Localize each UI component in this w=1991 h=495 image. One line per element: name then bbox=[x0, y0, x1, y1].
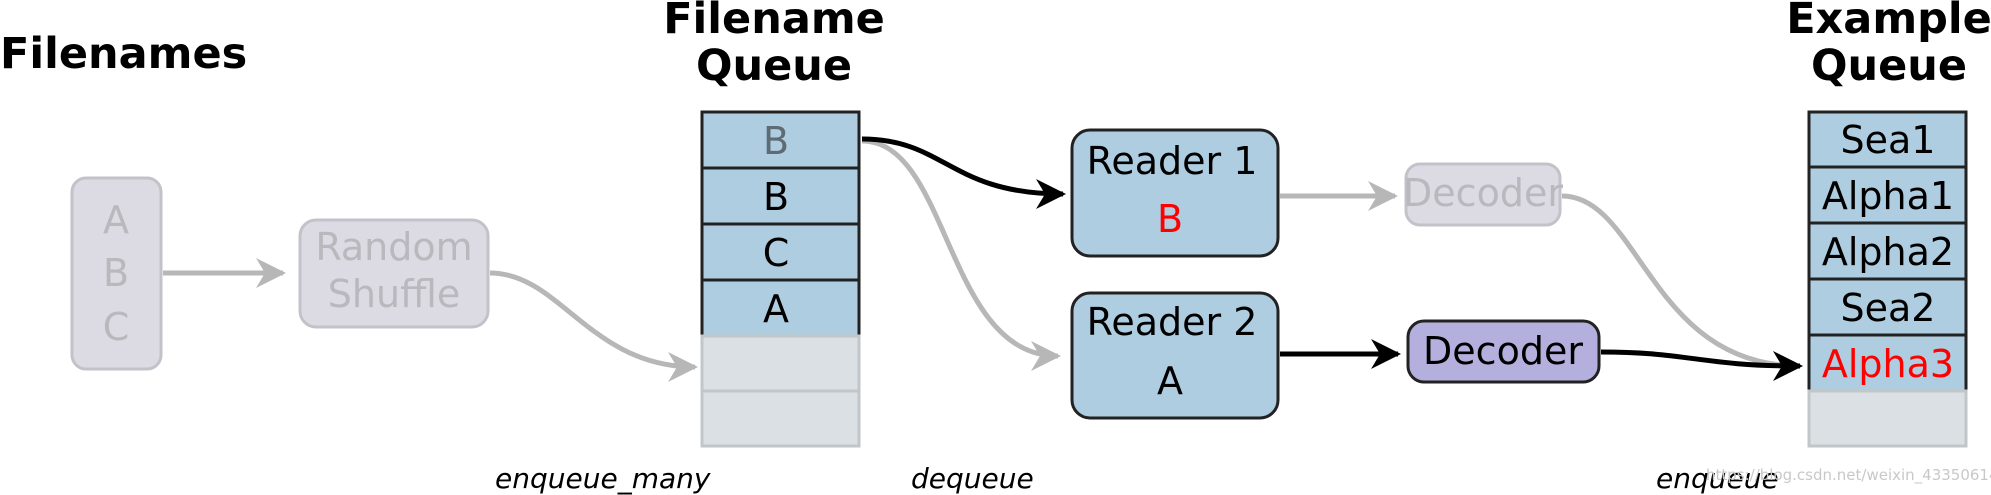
filename-c: C bbox=[103, 305, 130, 349]
filename-queue-empty-cell bbox=[700, 389, 861, 448]
reader-2-box: Reader 2 A bbox=[1070, 291, 1280, 420]
reader-1-value: B bbox=[1157, 197, 1183, 241]
filename-queue-item-3: C bbox=[763, 231, 790, 275]
filename-a: A bbox=[103, 198, 129, 242]
heading-filenames: Filenames bbox=[0, 29, 247, 79]
label-enqueue: enqueue bbox=[1656, 462, 1779, 495]
example-queue: Sea1 Alpha1 Alpha2 Sea2 Alpha3 bbox=[1807, 110, 1968, 448]
example-queue-cell bbox=[1807, 221, 1968, 281]
reader-2-title: Reader 2 bbox=[1087, 300, 1258, 344]
filename-b: B bbox=[103, 251, 129, 295]
decoder-faded-box: Decoder bbox=[1403, 162, 1563, 227]
filename-queue-item-4: A bbox=[763, 287, 789, 331]
random-shuffle-box: Random Shuffle bbox=[298, 218, 490, 329]
shuffle-label-line1: Random bbox=[315, 225, 472, 269]
shuffle-label-line2: Shuffle bbox=[328, 272, 460, 316]
heading-filename-queue-line2: Queue bbox=[696, 41, 852, 91]
decoder-faded-label: Decoder bbox=[1403, 171, 1563, 215]
example-queue-empty-cell bbox=[1807, 389, 1968, 448]
arrow-shuffle-to-queue bbox=[489, 270, 698, 382]
example-queue-item-4: Sea2 bbox=[1841, 286, 1936, 330]
filename-queue-empty-cell bbox=[700, 334, 861, 393]
reader-1-box: Reader 1 B bbox=[1070, 128, 1280, 258]
arrow-decoder-faded-to-example-queue bbox=[1561, 193, 1803, 381]
reader-2-value: A bbox=[1157, 359, 1183, 403]
label-dequeue: dequeue bbox=[911, 462, 1034, 495]
arrow-queue-to-reader2 bbox=[861, 138, 1061, 371]
example-queue-item-5: Alpha3 bbox=[1822, 342, 1954, 386]
example-queue-item-1: Sea1 bbox=[1841, 118, 1936, 162]
example-queue-cell bbox=[1807, 165, 1968, 225]
filenames-box: A B C bbox=[70, 176, 163, 371]
decoder-active-box: Decoder bbox=[1406, 319, 1601, 384]
filename-queue-cell bbox=[700, 222, 861, 282]
filename-queue-item-1: B bbox=[763, 119, 789, 163]
example-queue-item-2: Alpha1 bbox=[1822, 174, 1954, 218]
heading-filename-queue-line1: Filename bbox=[663, 0, 885, 44]
example-queue-cell bbox=[1807, 333, 1968, 393]
arrow-queue-to-reader1 bbox=[861, 136, 1066, 209]
heading-example-queue-line2: Queue bbox=[1811, 41, 1967, 91]
decoder-active-label: Decoder bbox=[1423, 329, 1583, 373]
heading-example-queue-line1: Example bbox=[1786, 0, 1991, 44]
reader-1-title: Reader 1 bbox=[1087, 139, 1258, 183]
arrow-decoder-to-example-queue bbox=[1600, 349, 1803, 381]
filename-queue-cell bbox=[700, 166, 861, 226]
watermark-text: https://blog.csdn.net/weixin_43350614 bbox=[1706, 466, 1991, 485]
filename-queue-item-2: B bbox=[763, 175, 789, 219]
filename-queue: B B C A bbox=[700, 110, 861, 448]
label-enqueue-many: enqueue_many bbox=[495, 462, 711, 495]
example-queue-item-3: Alpha2 bbox=[1822, 230, 1954, 274]
